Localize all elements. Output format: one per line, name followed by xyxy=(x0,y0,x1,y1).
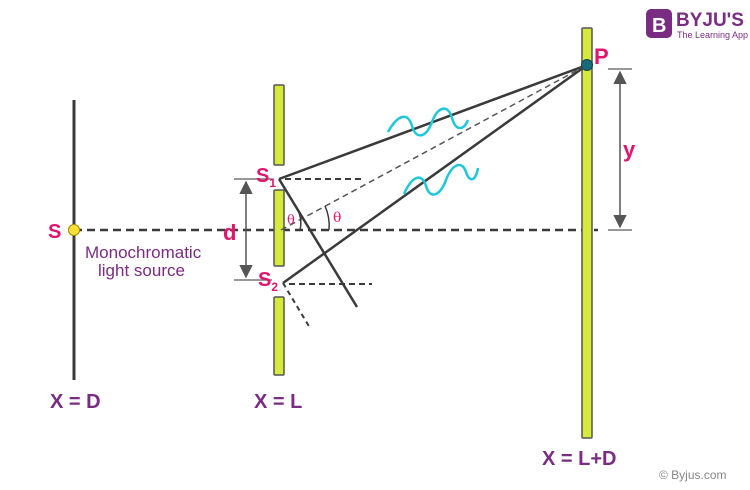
screen xyxy=(581,27,593,439)
slit-separation-label: d xyxy=(223,220,236,245)
ray-center-to-p xyxy=(280,64,588,231)
slit2-label: S2 xyxy=(258,269,278,294)
path-difference-dashed xyxy=(282,282,311,329)
brand-tagline: The Learning App xyxy=(677,30,748,40)
brand-logo: B BYJU'S The Learning App xyxy=(646,9,748,40)
point-p-dot xyxy=(581,59,593,71)
copyright-notice: © Byjus.com xyxy=(659,468,727,482)
wave-lower xyxy=(402,163,480,196)
barrier-middle xyxy=(273,189,285,267)
point-p-label: P xyxy=(594,44,609,69)
angle2-label: θ xyxy=(333,210,341,226)
barrier-bottom xyxy=(273,296,285,376)
source-label: S xyxy=(48,221,61,243)
source-description-line1: Monochromatic xyxy=(85,243,202,262)
slit-position-label: X = L xyxy=(254,391,302,413)
source-point xyxy=(68,224,80,236)
angle1-label: θ xyxy=(287,213,295,228)
barrier-top xyxy=(273,84,285,166)
logo-badge xyxy=(646,9,672,38)
screen-position-label: X = L+D xyxy=(542,448,616,470)
ray-s2-to-p xyxy=(282,63,588,285)
angle-arc-at-center xyxy=(324,205,330,231)
fringe-distance-label: y xyxy=(623,137,636,162)
source-description-line2: light source xyxy=(98,261,185,280)
wave-upper xyxy=(386,107,470,137)
path-difference-line xyxy=(277,178,359,308)
slit1-label: S1 xyxy=(256,165,276,190)
logo-letter-icon: B xyxy=(652,15,666,37)
angle-arc-at-slit xyxy=(295,206,302,231)
source-position-label: X = D xyxy=(50,391,101,413)
brand-name: BYJU'S xyxy=(676,10,744,31)
